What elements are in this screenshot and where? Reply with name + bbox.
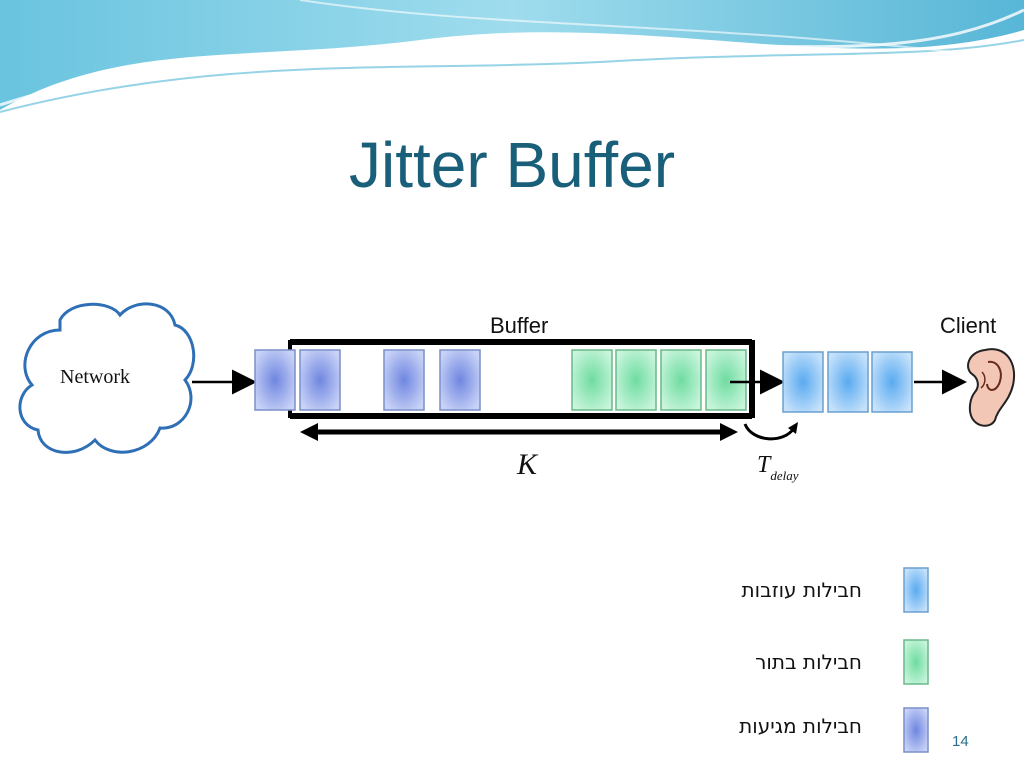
tdelay-label: Tdelay — [757, 452, 799, 484]
legend-label-leaving: חבילות עוזבות — [741, 578, 862, 602]
leaving-packet — [827, 351, 869, 413]
queued-packet — [660, 349, 702, 411]
arriving-packet — [383, 349, 425, 411]
queued-packet — [615, 349, 657, 411]
legend-label-queued: חבילות בתור — [755, 650, 862, 674]
ear-icon — [967, 348, 1016, 427]
legend-swatch-queued — [903, 639, 929, 685]
buffer-label: Buffer — [490, 313, 549, 338]
legend-label-arriving: חבילות מגיעות — [739, 714, 862, 738]
network-cloud — [18, 302, 196, 454]
leaving-packet — [782, 351, 824, 413]
slide-title: Jitter Buffer — [348, 129, 676, 201]
queued-packet — [571, 349, 613, 411]
queued-packet — [705, 349, 747, 411]
arriving-packet — [254, 349, 296, 411]
arriving-packet — [299, 349, 341, 411]
leaving-packet — [871, 351, 913, 413]
client-label: Client — [940, 313, 997, 338]
header-wave-decoration — [0, 0, 1024, 113]
tdelay-curve-arrow — [743, 422, 798, 441]
arriving-packet — [439, 349, 481, 411]
network-label: Network — [60, 366, 130, 388]
buffer-container — [288, 339, 755, 419]
legend-swatch-arriving — [903, 707, 929, 753]
tdelay-main: T — [757, 452, 771, 478]
k-label: K — [517, 448, 538, 481]
k-length-arrow — [300, 423, 738, 441]
page-number: 14 — [952, 733, 969, 750]
legend-swatch-leaving — [903, 567, 929, 613]
tdelay-sub: delay — [770, 468, 799, 483]
